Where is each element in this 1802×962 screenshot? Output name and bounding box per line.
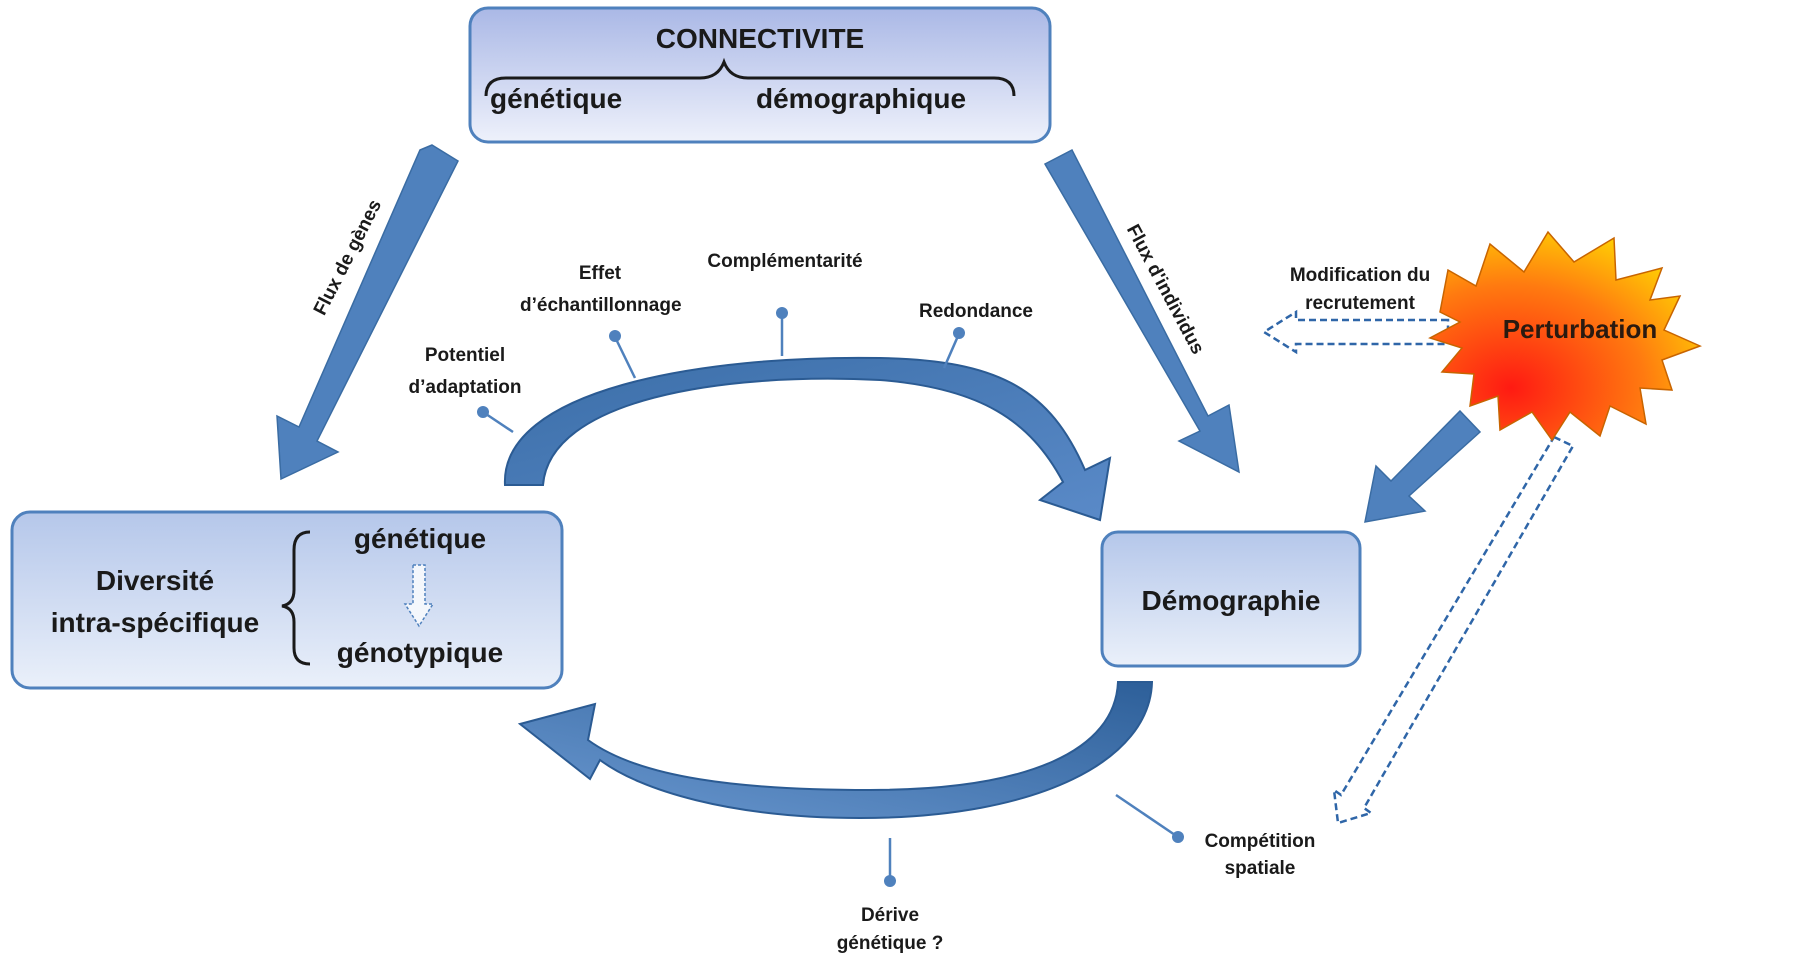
connectivite-title: CONNECTIVITE [655, 23, 865, 54]
pin-effet [609, 330, 637, 379]
redondance-label: Redondance [918, 301, 1034, 322]
effet-label-line1: Effet [578, 263, 622, 284]
modification-label-line2: recrutement [1305, 293, 1415, 314]
effet-label-line2: d’échantillonnage [520, 295, 682, 316]
diversite-genotypique: génotypique [336, 637, 504, 668]
demographie-box [1100, 530, 1362, 668]
diversite-title-line1: Diversité [95, 565, 215, 596]
demographie-title: Démographie [1141, 585, 1321, 616]
derive-label-line2: génétique ? [836, 933, 944, 954]
complementarite-label: Complémentarité [707, 251, 863, 272]
potentiel-label-line2: d’adaptation [408, 377, 522, 398]
pin-potentiel [477, 406, 514, 434]
perturbation-burst [1428, 230, 1702, 442]
diversite-title-line2: intra-spécifique [50, 607, 260, 638]
flux-genes-arrow [276, 144, 459, 481]
modification-label-line1: Modification du [1289, 265, 1431, 286]
diversite-box [10, 510, 564, 690]
modification-recrutement-arrow [1261, 309, 1450, 355]
derive-label-line1: Dérive [860, 905, 920, 926]
competition-label-line1: Compétition [1204, 831, 1316, 852]
connectivite-demographique: démographique [756, 83, 967, 114]
pin-complementarite [776, 307, 788, 356]
perturbation-to-competition-arrow [1332, 435, 1575, 825]
pin-competition [1115, 793, 1184, 843]
perturbation-title: Perturbation [1502, 314, 1658, 344]
competition-label-line2: spatiale [1224, 858, 1296, 879]
perturbation-to-demographie-arrow [1364, 409, 1482, 523]
diversite-brace [281, 530, 311, 666]
pin-redondance [942, 327, 965, 369]
top-cycle-arrow [503, 356, 1112, 522]
pin-derive [884, 838, 896, 887]
genetique-to-genotypique-arrow [403, 564, 435, 628]
bottom-cycle-arrow [517, 681, 1154, 820]
diversite-genetique: génétique [353, 523, 487, 554]
potentiel-label-line1: Potentiel [424, 345, 506, 366]
connectivite-brace [484, 57, 1016, 97]
connectivite-box [468, 6, 1052, 144]
flux-individus-arrow [1043, 148, 1240, 474]
connectivite-genetique: génétique [490, 83, 623, 114]
